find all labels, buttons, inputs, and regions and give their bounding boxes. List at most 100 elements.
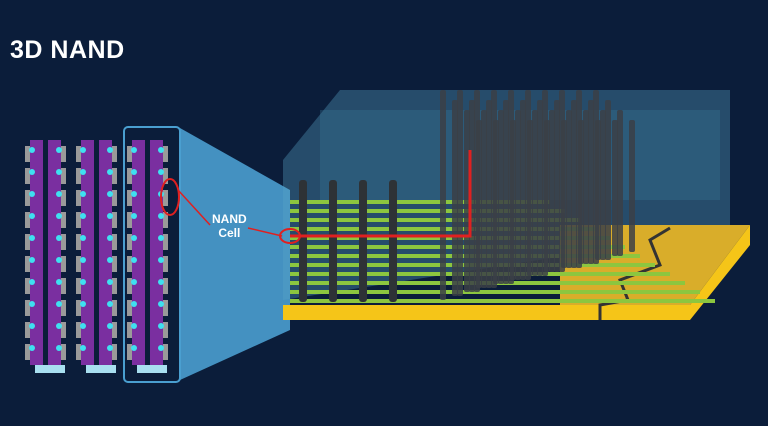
cell <box>131 191 137 197</box>
gate <box>112 278 117 294</box>
gate <box>61 344 66 360</box>
cell <box>158 213 164 219</box>
substrate <box>283 225 750 320</box>
cell <box>80 323 86 329</box>
cell <box>158 235 164 241</box>
gate <box>112 322 117 338</box>
nand-label-line2: Cell <box>218 226 241 240</box>
gate <box>112 234 117 250</box>
pillar <box>452 100 458 296</box>
pillar <box>595 120 601 260</box>
pillar <box>561 120 567 268</box>
pillar <box>549 110 555 272</box>
gate <box>25 190 30 206</box>
string-base <box>137 365 167 373</box>
red-wordline <box>290 150 472 238</box>
pillar <box>554 100 560 272</box>
gate <box>163 168 168 184</box>
cell <box>56 213 62 219</box>
pillar <box>571 100 577 268</box>
gate <box>163 234 168 250</box>
cell <box>158 169 164 175</box>
cell <box>29 169 35 175</box>
cell <box>56 147 62 153</box>
cell <box>56 169 62 175</box>
gate <box>25 278 30 294</box>
gate <box>25 168 30 184</box>
gate <box>163 344 168 360</box>
cell <box>158 345 164 351</box>
pillar <box>527 120 533 276</box>
gate <box>76 146 81 162</box>
pillar <box>503 100 509 284</box>
gate <box>112 300 117 316</box>
gate <box>25 234 30 250</box>
gate <box>163 300 168 316</box>
pillar <box>481 110 487 288</box>
string-base <box>86 365 116 373</box>
cell <box>56 257 62 263</box>
gate <box>76 234 81 250</box>
cell <box>107 213 113 219</box>
gate <box>112 190 117 206</box>
pillar <box>566 110 572 268</box>
planar-strings <box>25 140 168 373</box>
pillar <box>498 110 504 284</box>
pillar <box>476 120 482 288</box>
gate <box>127 212 132 228</box>
nand-label-line1: NAND <box>212 212 247 226</box>
cell <box>131 169 137 175</box>
cell <box>29 147 35 153</box>
gate <box>76 190 81 206</box>
cell <box>107 191 113 197</box>
nand-cell-label: NAND Cell <box>212 212 247 240</box>
cell <box>29 213 35 219</box>
gate <box>127 168 132 184</box>
gate <box>127 344 132 360</box>
cell <box>29 191 35 197</box>
gate <box>76 278 81 294</box>
cell <box>107 257 113 263</box>
gate <box>127 278 132 294</box>
pillar <box>605 100 611 260</box>
gate <box>76 168 81 184</box>
gate <box>163 278 168 294</box>
cell <box>56 191 62 197</box>
gate <box>163 322 168 338</box>
cell <box>56 345 62 351</box>
layer <box>290 290 700 294</box>
cell <box>158 279 164 285</box>
pillar <box>469 100 475 292</box>
pillar <box>493 120 499 284</box>
cell <box>29 323 35 329</box>
cell <box>131 279 137 285</box>
gate <box>61 322 66 338</box>
cell <box>80 235 86 241</box>
pillar <box>600 110 606 260</box>
cell <box>158 323 164 329</box>
string-base <box>35 365 65 373</box>
cell <box>158 257 164 263</box>
cell <box>80 301 86 307</box>
gate <box>25 256 30 272</box>
pillar <box>588 100 594 264</box>
cell <box>29 257 35 263</box>
pillar <box>544 120 550 272</box>
cell <box>80 279 86 285</box>
gate <box>163 190 168 206</box>
cell <box>107 147 113 153</box>
layer <box>290 209 565 213</box>
gate <box>25 322 30 338</box>
gate <box>76 344 81 360</box>
cell <box>107 345 113 351</box>
gate <box>76 300 81 316</box>
gate <box>76 212 81 228</box>
gate <box>163 212 168 228</box>
cell <box>80 345 86 351</box>
cell <box>29 279 35 285</box>
gate <box>163 256 168 272</box>
pillars <box>299 90 635 302</box>
gate <box>61 190 66 206</box>
cell <box>158 147 164 153</box>
cell <box>107 301 113 307</box>
